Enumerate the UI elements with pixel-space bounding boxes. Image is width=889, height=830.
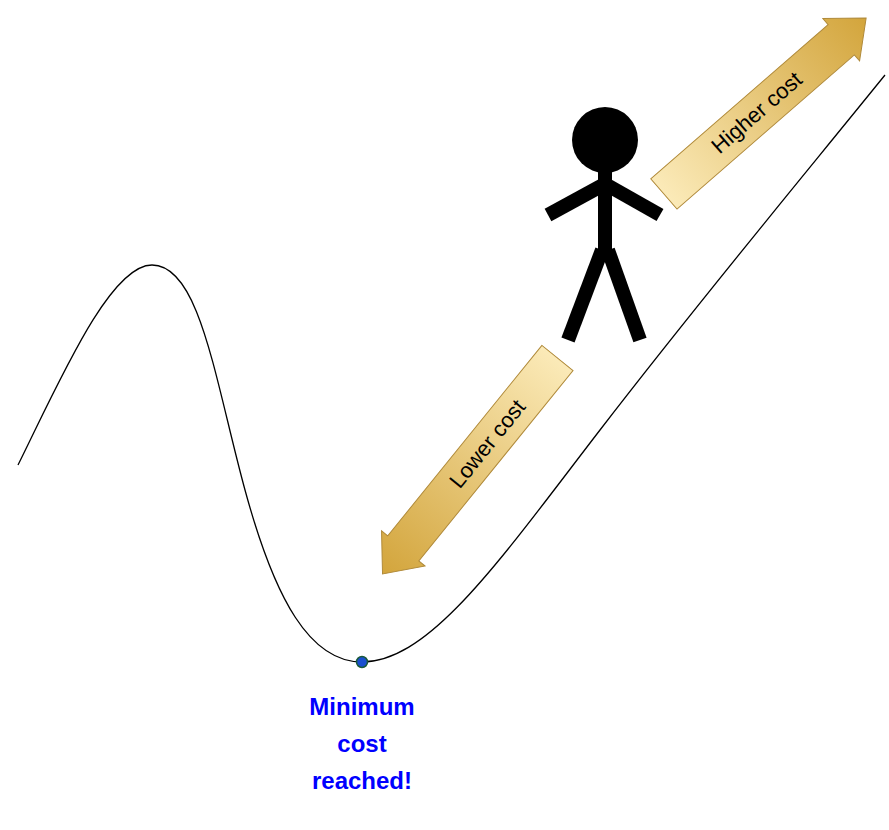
minimum-dot [357, 657, 368, 668]
arrow-label: Lower cost [446, 396, 530, 493]
minimum-label: Minimum cost reached! [292, 688, 432, 799]
arrow-label: Higher cost [708, 68, 806, 158]
arrow-shape: Lower cost [359, 339, 580, 593]
cost-curve [18, 75, 885, 662]
arrow-shape: Higher cost [644, 0, 886, 216]
stick-figure [548, 107, 660, 340]
